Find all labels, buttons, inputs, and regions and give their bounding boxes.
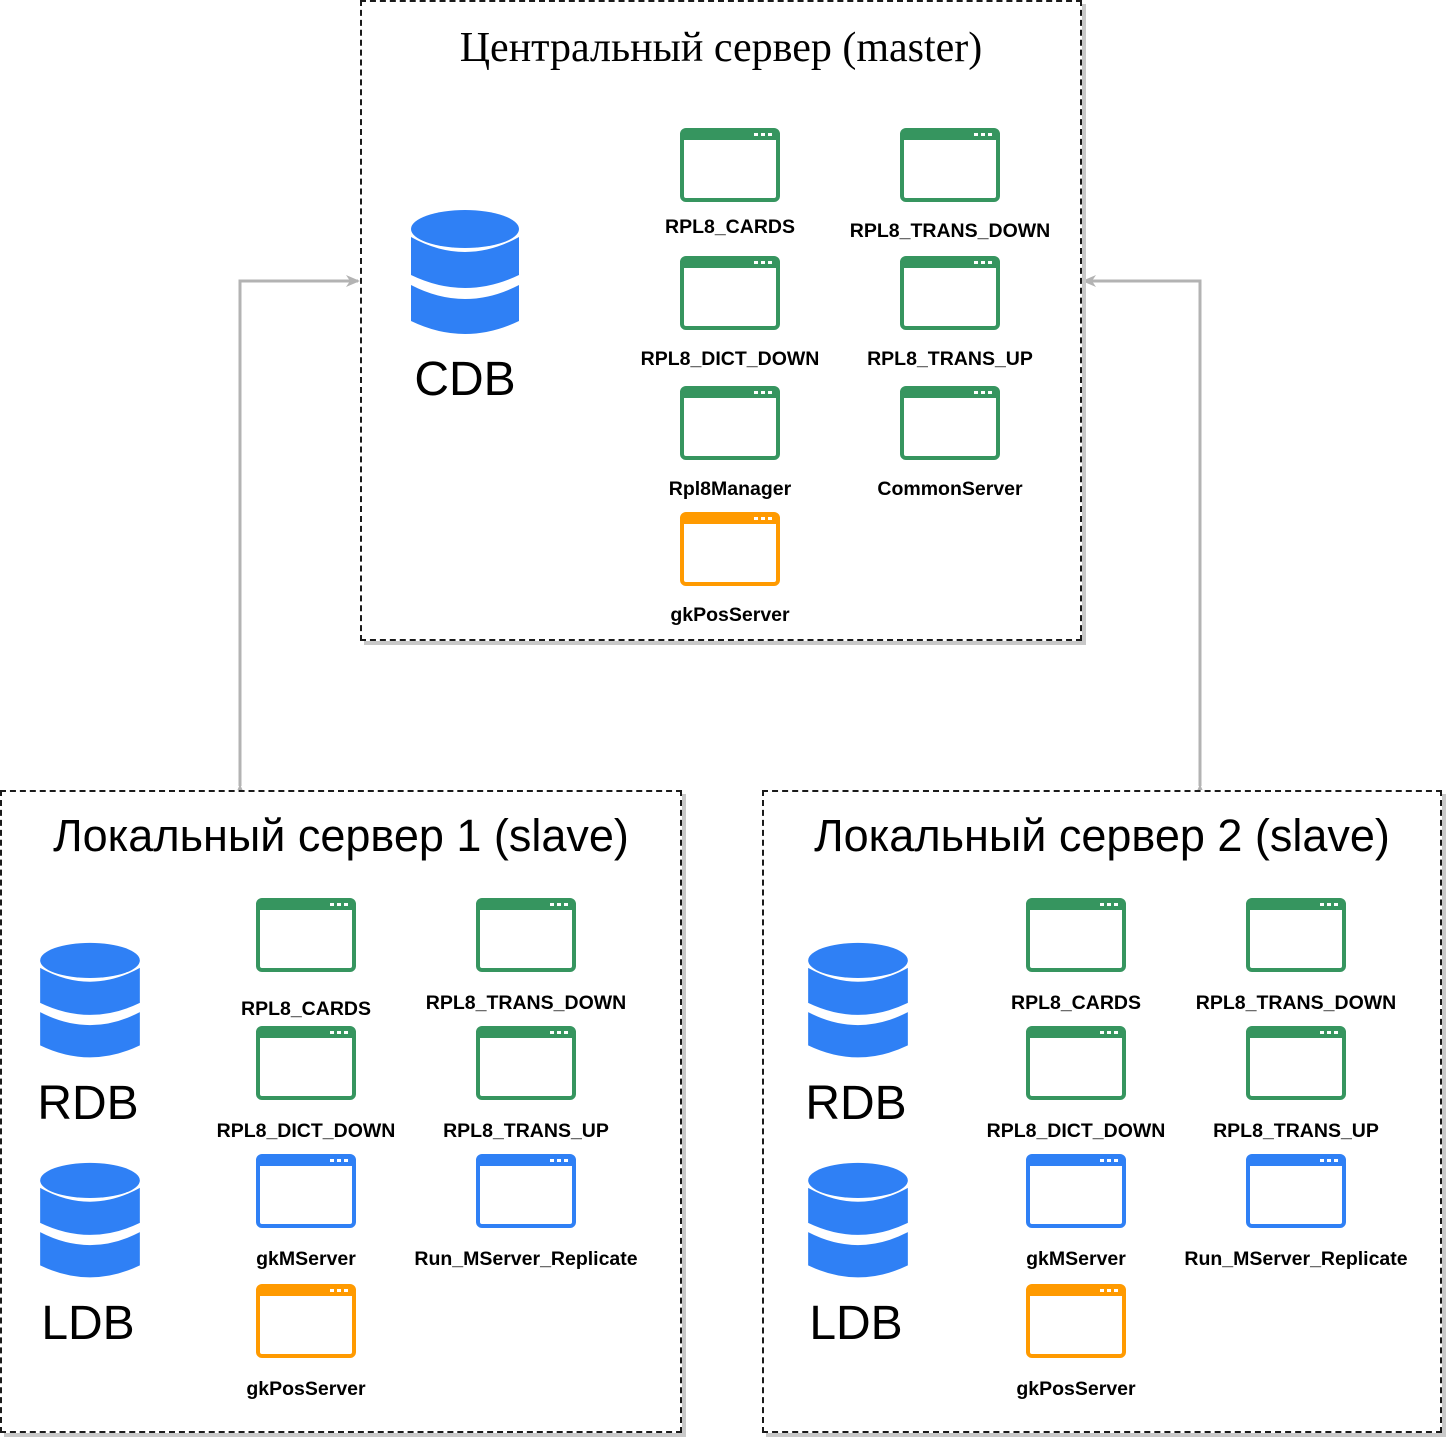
app-label: gkPosServer: [246, 1378, 366, 1400]
app-label: RPL8_TRANS_DOWN: [849, 220, 1051, 242]
window-icon: [1026, 1284, 1126, 1358]
window-icon: [476, 1154, 576, 1228]
window-icon: [1026, 1154, 1126, 1228]
database-label-rdb: RDB: [805, 1077, 907, 1130]
app-label: gkPosServer: [670, 604, 790, 626]
database-icon: [40, 942, 140, 1058]
window-icon: [900, 256, 1000, 330]
slave1-server-title: Локальный сервер 1 (slave): [53, 810, 629, 861]
app-label: RPL8_TRANS_UP: [1213, 1120, 1379, 1142]
app-label: Run_MServer_Replicate: [414, 1248, 638, 1270]
slave2-server-box: Локальный сервер 2 (slave) RDB LDB RPL8_…: [762, 790, 1442, 1433]
window-icon: [680, 386, 780, 460]
app-label: gkMServer: [256, 1248, 356, 1270]
window-icon: [256, 1154, 356, 1228]
slave1-server-box: Локальный сервер 1 (slave) RDB LDB RPL8_…: [0, 790, 682, 1433]
window-icon: [476, 1026, 576, 1100]
window-icon: [1026, 898, 1126, 972]
app-label: CommonServer: [877, 478, 1023, 500]
window-icon: [900, 128, 1000, 202]
database-label-ldb: LDB: [809, 1297, 903, 1350]
database-label-cdb: CDB: [414, 353, 516, 406]
window-icon: [256, 1026, 356, 1100]
database-label-rdb: RDB: [37, 1077, 139, 1130]
window-icon: [680, 512, 780, 586]
app-label: gkMServer: [1026, 1248, 1126, 1270]
database-icon: [808, 1162, 908, 1278]
connector-slave2-master: [1082, 275, 1206, 798]
master-server-box: Центральный сервер (master) CDB RPL8_CAR…: [360, 0, 1082, 641]
database-icon: [40, 1162, 140, 1278]
database-label-ldb: LDB: [41, 1297, 135, 1350]
master-server-title: Центральный сервер (master): [459, 25, 983, 71]
window-icon: [680, 128, 780, 202]
window-icon: [680, 256, 780, 330]
app-label: RPL8_TRANS_DOWN: [425, 992, 627, 1014]
window-icon: [1246, 898, 1346, 972]
window-icon: [476, 898, 576, 972]
window-icon: [256, 898, 356, 972]
app-label: RPL8_DICT_DOWN: [986, 1120, 1166, 1142]
window-icon: [256, 1284, 356, 1358]
app-label: RPL8_CARDS: [664, 216, 796, 238]
database-icon: [411, 210, 519, 334]
app-label: RPL8_TRANS_UP: [443, 1120, 609, 1142]
database-icon: [808, 942, 908, 1058]
connector-slave1-master: [234, 275, 360, 798]
slave2-server-title: Локальный сервер 2 (slave): [814, 810, 1390, 861]
app-label: RPL8_CARDS: [1010, 992, 1142, 1014]
app-label: RPL8_DICT_DOWN: [216, 1120, 396, 1142]
window-icon: [1026, 1026, 1126, 1100]
app-label: RPL8_TRANS_DOWN: [1195, 992, 1397, 1014]
app-label: Run_MServer_Replicate: [1184, 1248, 1408, 1270]
app-label: RPL8_CARDS: [240, 998, 372, 1020]
app-label: RPL8_DICT_DOWN: [640, 348, 820, 370]
app-label: gkPosServer: [1016, 1378, 1136, 1400]
window-icon: [1246, 1026, 1346, 1100]
window-icon: [1246, 1154, 1346, 1228]
app-label: Rpl8Manager: [668, 478, 792, 500]
window-icon: [900, 386, 1000, 460]
app-label: RPL8_TRANS_UP: [867, 348, 1033, 370]
